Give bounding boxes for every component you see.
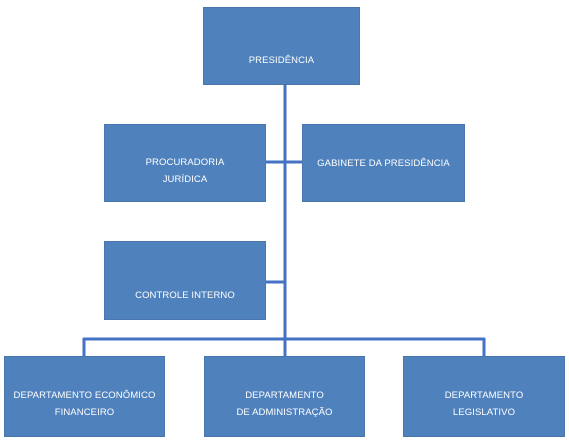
- controle-label: CONTROLE INTERNO: [135, 290, 235, 301]
- gabinete-label: GABINETE DA PRESIDÊNCIA: [317, 157, 450, 169]
- procuradoria-juridica-node: PROCURADORIA JURÍDICA: [104, 124, 266, 202]
- gabinete-presidencia-node: GABINETE DA PRESIDÊNCIA: [302, 124, 465, 202]
- departamento-administracao-node: DEPARTAMENTO DE ADMINISTRAÇÃO: [204, 356, 365, 437]
- procuradoria-label-line1: PROCURADORIA: [145, 157, 225, 168]
- presidencia-label: PRESIDÊNCIA: [248, 54, 315, 66]
- procuradoria-label-line2: JURÍDICA: [162, 174, 208, 185]
- administracao-label-line1: DEPARTAMENTO: [245, 389, 324, 401]
- controle-interno-node: CONTROLE INTERNO: [104, 241, 266, 320]
- legislativo-label-line2: LEGISLATIVO: [452, 406, 516, 418]
- departamento-legislativo-node: DEPARTAMENTO LEGISLATIVO: [403, 356, 565, 437]
- departamento-economico-financeiro-node: DEPARTAMENTO ECONÔMICO FINANCEIRO: [4, 356, 165, 437]
- legislativo-label-line1: DEPARTAMENTO: [444, 389, 524, 401]
- economico-label-line1: DEPARTAMENTO ECONÔMICO: [13, 389, 156, 401]
- administracao-label-line2: DE ADMINISTRAÇÃO: [236, 406, 333, 418]
- economico-label-line2: FINANCEIRO: [54, 406, 115, 418]
- presidencia-node: PRESIDÊNCIA: [203, 7, 360, 85]
